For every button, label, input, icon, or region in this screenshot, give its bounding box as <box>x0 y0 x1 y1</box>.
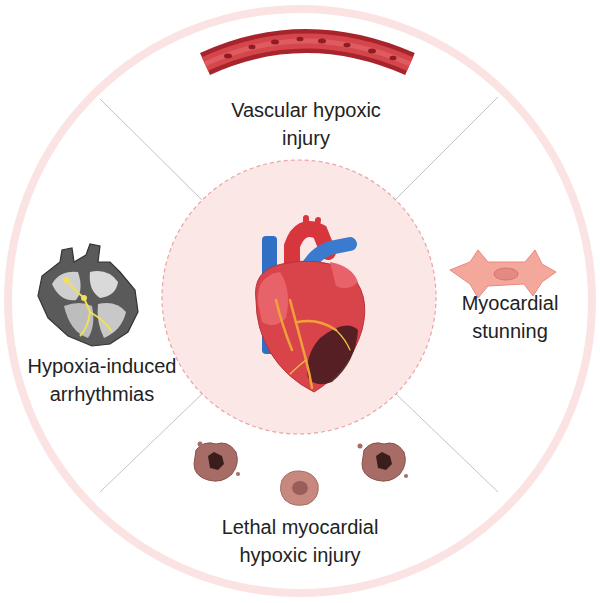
section-label: Lethal myocardial hypoxic injury <box>205 513 395 569</box>
conduction-heart-icon <box>38 244 138 346</box>
myocyte-icon <box>450 250 556 298</box>
inner-circle <box>162 160 436 434</box>
section-label: Myocardial stunning <box>445 289 575 345</box>
necrotic-cell-icons <box>194 442 408 506</box>
outer-ring <box>8 9 592 593</box>
blood-vessel-icon <box>205 37 410 64</box>
divider-lines <box>100 97 498 492</box>
heart-illustration <box>256 218 365 392</box>
section-label: Vascular hypoxic injury <box>216 96 396 152</box>
section-label: Hypoxia-induced arrhythmias <box>12 352 192 408</box>
